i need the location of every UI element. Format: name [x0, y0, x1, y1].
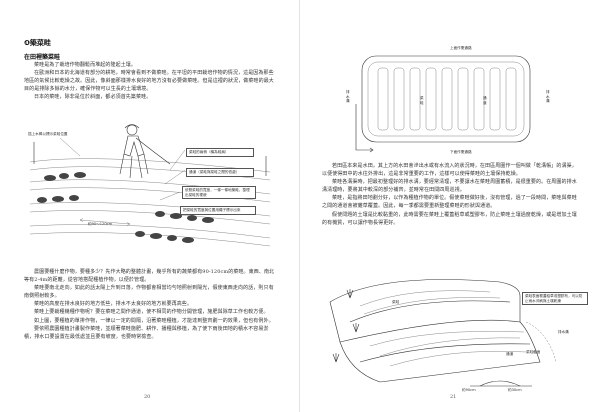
caption-mulch-note: 菜畦表面覆蓋稻草或塑膠布，可以防止雨水沖刷與土壤乾燥 [522, 292, 588, 306]
label-aisle: 通道 [483, 96, 487, 105]
paragraph: 菜畦各溝渠時，把最初整理好的排水溝，要經常清理，不要讓水在菜畦周圍蓄積，是很重要… [322, 179, 577, 194]
paragraph: 如上圖，要種植的單排作物，一律以一定的間隔，沿著菜畦種植，才能達到整齊劃一的效果… [34, 317, 274, 324]
field-plan-diagram [355, 55, 531, 153]
paragraph: 若田區本來是水田，其上方的水田會滲出水或有水流入的狀況時，在田區周圍作一個叫做「… [322, 163, 577, 178]
paragraph: 菜畦，是指將田地劃分好，以作為種植作物的單位。假使菜畦做好後，沒有管理，過了一段… [322, 195, 577, 210]
page-number: 21 [450, 394, 457, 400]
flow-arrows [355, 104, 374, 153]
stake-markers [33, 142, 267, 176]
page-number: 20 [144, 394, 151, 400]
left-bottom-text: 農園要種什麼作物，要種多少？先作大略的整體計畫，幾乎所有的蔬菜都有90-120c… [24, 268, 278, 341]
label-drain-right: 排水溝 [546, 90, 550, 104]
label-top-path: 上面作業通路 [450, 46, 472, 50]
ditch-line [525, 321, 557, 363]
paragraph: 菜畦的高度在排水良好的地方低些，排水不太良好的地方就要再高些。 [34, 301, 193, 308]
paragraph: 菜畦要南北走向，如此的話太陽上升到日落，作物都會相當均勻地照射到陽光，假使東西走… [24, 285, 274, 300]
caption-aisle: 通道（菜畦與菜畦之間的低處） [186, 168, 254, 177]
caption-width: 約90～120cm [88, 222, 113, 226]
leader-lines [59, 137, 186, 201]
paragraph: 要依照農園種植計畫製作菜畦，並順著菜畦施肥、耕作、播種與移植，為了使下雨後田地的… [24, 325, 269, 340]
caption-ridge-side: 菜畦的兩側（稱為畦肩） [186, 148, 254, 157]
ridge-mounds [329, 279, 541, 383]
soil-clumps [37, 172, 214, 243]
label-bottom-path: 下面作業通路 [450, 150, 472, 154]
caption-width-right: 約30cm [508, 388, 522, 392]
paragraph: 菜畦是為了栽培作物翻鬆而堆起的隆起土壤。 [34, 62, 137, 68]
left-top-text: 菜畦是為了栽培作物翻鬆而堆起的隆起土壤。 在歐洲和日本的北海道有部分的耕地，時常… [24, 61, 278, 101]
label-ridge: 菜畦 [420, 96, 424, 105]
caption-cross-section: 菜畦截面 [526, 350, 541, 354]
caption-ridge: 菜畦 [392, 300, 400, 304]
left-page: ❹築菜畦 在田裡築菜畦 菜畦是為了栽培作物翻鬆而堆起的隆起土壤。 在歐洲和日本的… [24, 39, 278, 400]
paragraph: 在歐洲和日本的北海道有部分的耕地，時常會看到不做菜畦。在平坦的平田栽培作物的情況… [24, 70, 274, 93]
caption-width-left: 約90cm [462, 388, 476, 392]
paragraph: 假使問題的土壤是比較黏重的，此時需要在菜畦上覆蓋稻草或塑膠布，防止菜畦土壤過度乾… [322, 211, 577, 226]
farmer-figure [119, 124, 171, 179]
paragraph: 菜畦上要栽種幾種作物呢？要在菜畦之間作通道，使不相同的作物分開管理，施肥與除草工… [34, 309, 269, 316]
ridge-strips [377, 67, 517, 131]
caption-row-note: 依照菜畦的寬度，一條一條地築畦，整理出菜畦的樣貌 [182, 186, 256, 200]
caption-ditch: 排水溝 [558, 330, 569, 334]
right-page: 上面作業通路 下面作業通路 排水溝 排水溝 菜畦 通道 若田區本來是水田，其上方… [300, 0, 600, 412]
mulched-ridge-illustration [329, 279, 557, 387]
small-plants [332, 289, 360, 363]
caption-aisle-right: 通道 [506, 352, 514, 356]
paragraph: 日本的菜畦，除非是位於斜面，都必須首先築菜畦。 [34, 94, 152, 101]
right-top-text: 若田區本來是水田，其上方的水田會滲出水或有水流入的狀況時，在田區周圍作一個叫做「… [322, 162, 578, 227]
label-drain-left: 排水溝 [346, 90, 350, 104]
cross-section [470, 380, 532, 387]
sub-title: 在田裡築菜畦 [24, 54, 61, 61]
paragraph: 農園要種什麼作物，要種多少？先作大略的整體計畫，幾乎所有的蔬菜都有90-120c… [24, 269, 275, 284]
section-title: ❹築菜畦 [24, 39, 51, 47]
caption-stake: 插上木棒以標示菜畦位置 [28, 132, 68, 136]
width-dimension [79, 218, 131, 226]
mulch-texture [359, 290, 527, 367]
caption-plan-note: 把菜畦的寬度與位置用繩子標示出來 [180, 206, 256, 215]
